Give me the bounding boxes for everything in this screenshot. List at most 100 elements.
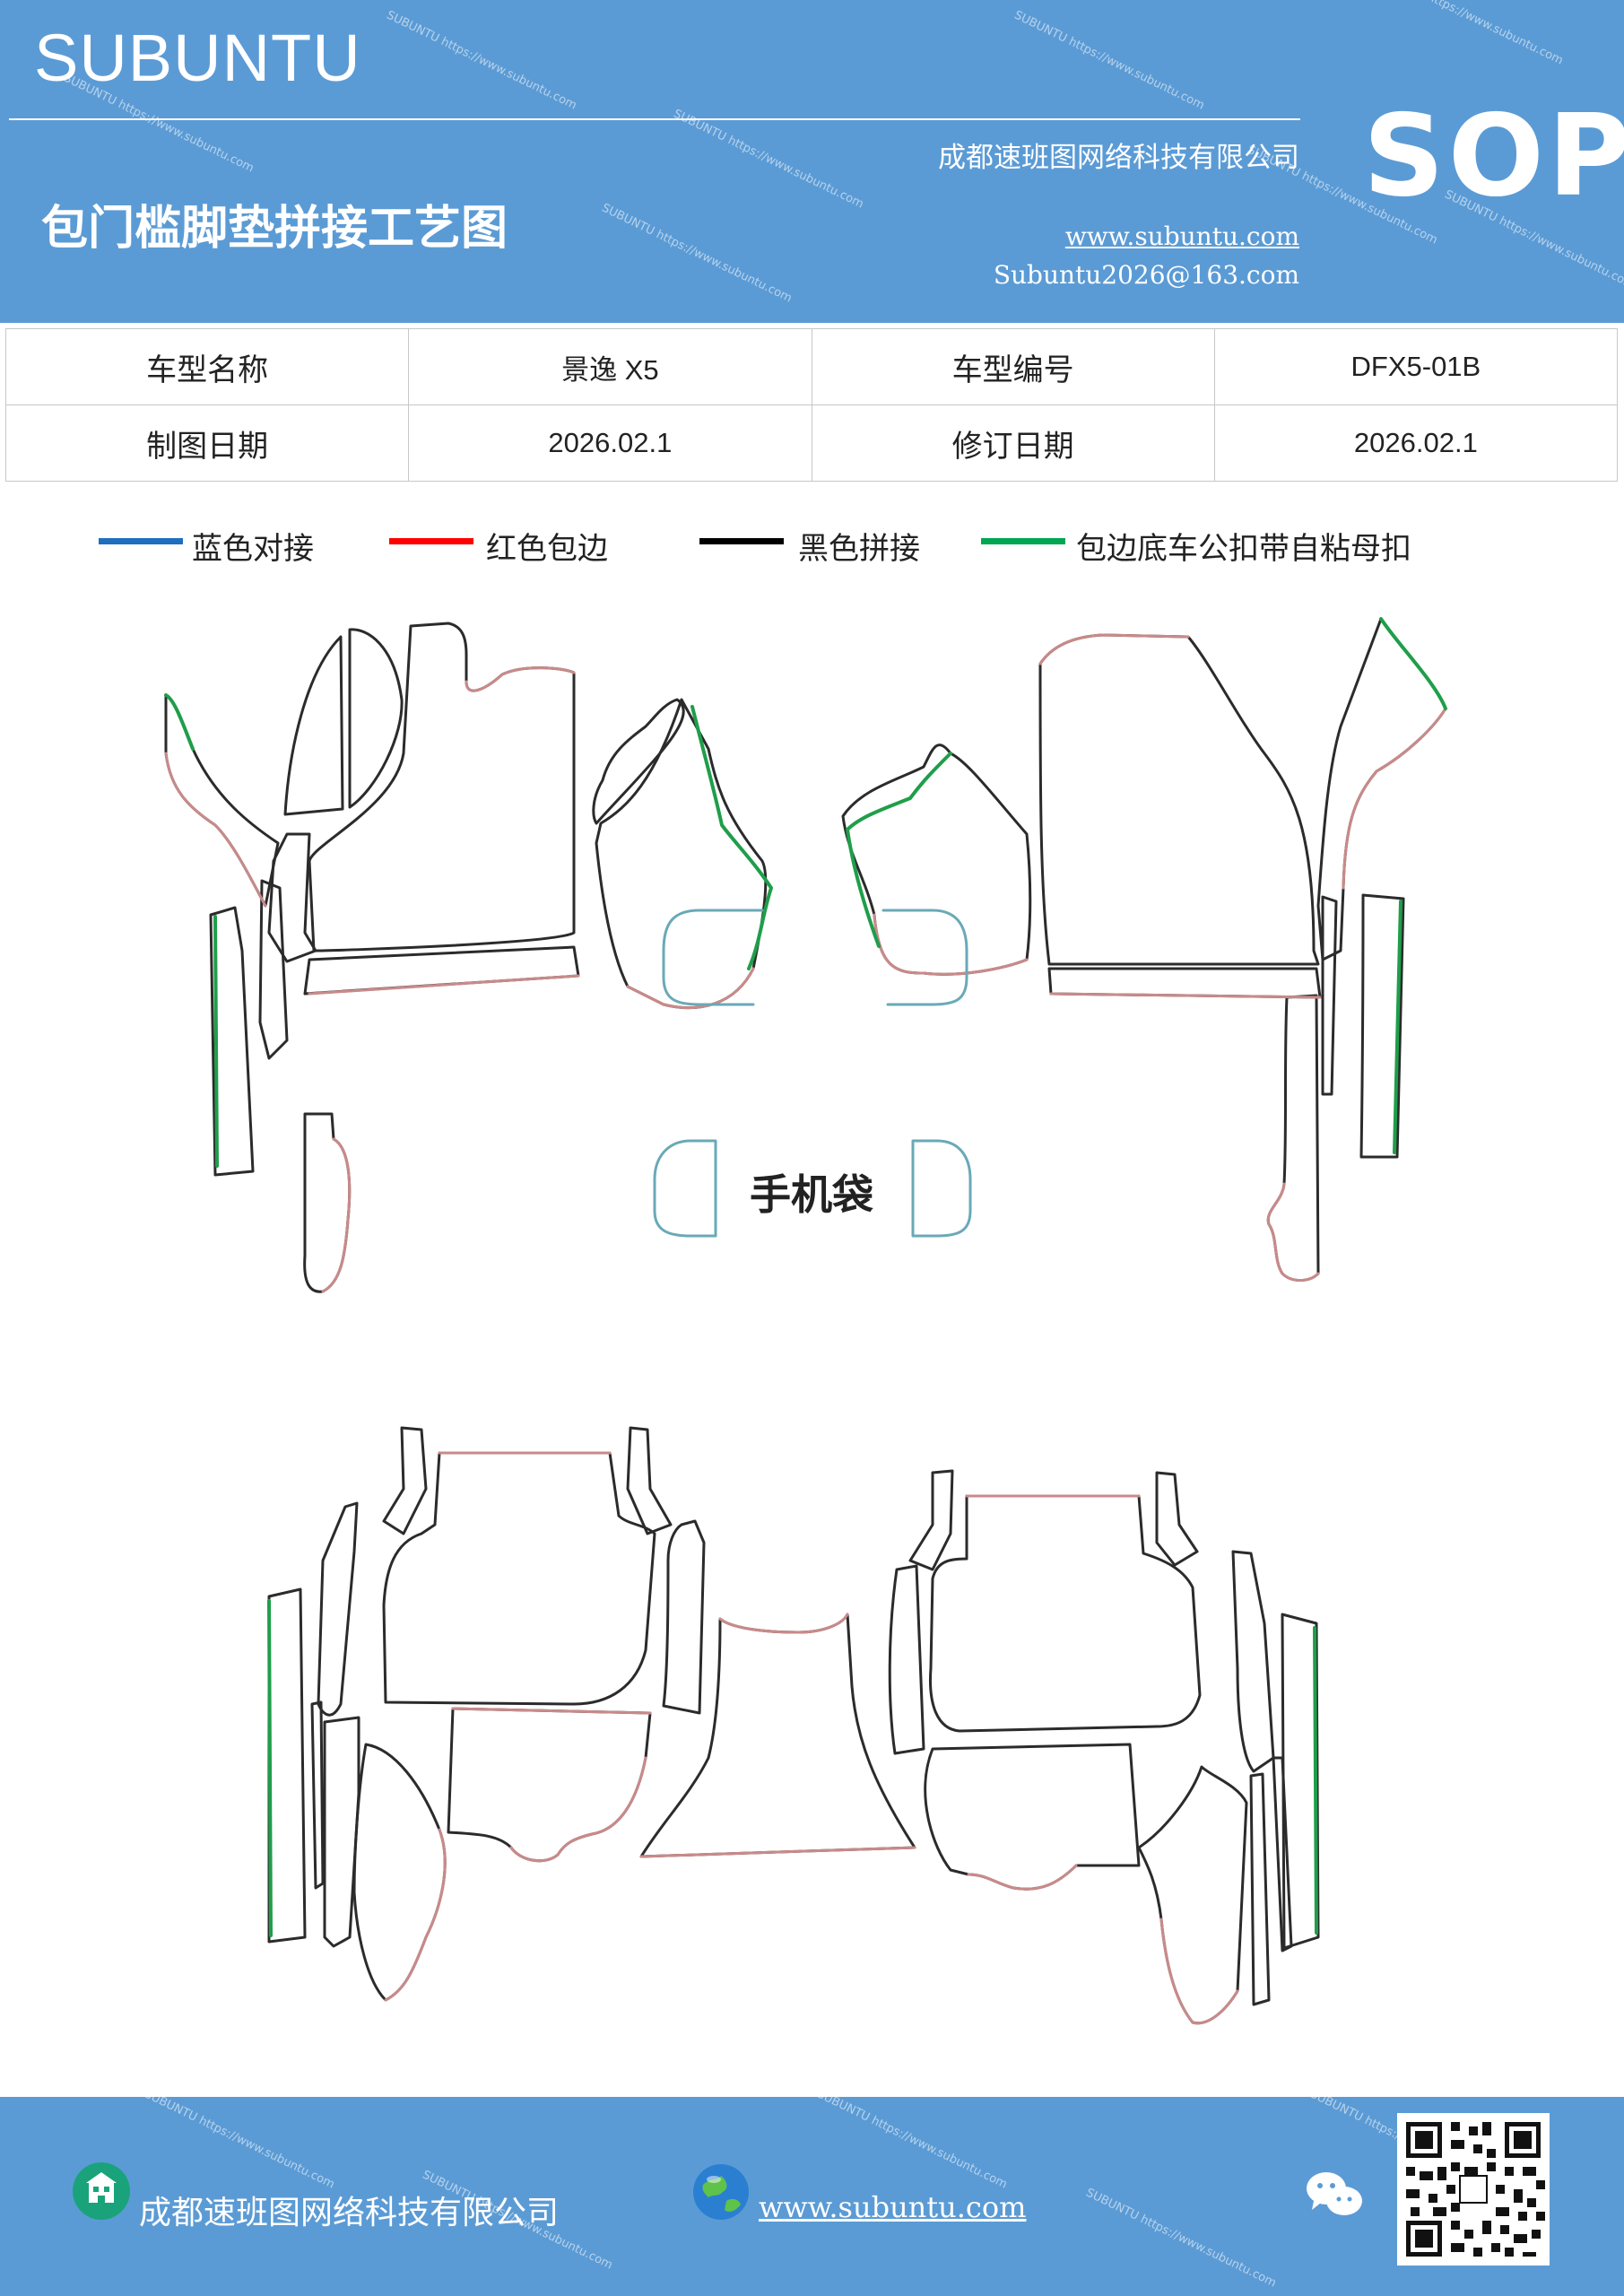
mat-piece: [1038, 633, 1320, 966]
mat-piece: [447, 1707, 652, 1863]
brand-logo-text: SUBUNTU: [34, 21, 361, 95]
qr-code-icon[interactable]: [1397, 2113, 1550, 2266]
legend-swatch-black: [699, 538, 784, 544]
wrap-edge: [1038, 633, 1190, 665]
mat-piece: [639, 1613, 916, 1858]
footer-company-name: 成都速班图网络科技有限公司: [139, 2195, 560, 2231]
mat-layout-diagram: 手机袋: [164, 617, 1447, 2025]
wrap-edge: [626, 967, 755, 1010]
mat-piece: [209, 906, 255, 1177]
mat-piece: [1321, 895, 1338, 1096]
mat-piece: [382, 1426, 428, 1535]
legend-swatch-blue: [99, 538, 183, 544]
watermark: SUBUNTU https://www.subuntu.com: [671, 107, 866, 212]
watermark: SUBUNTU https://www.subuntu.com: [142, 2097, 337, 2192]
wrap-edge: [967, 1864, 1078, 1891]
mat-piece: [1137, 1765, 1248, 2025]
hook-tape-edge: [1379, 617, 1447, 710]
header-website-link[interactable]: www.subuntu.com: [1064, 222, 1299, 251]
mat-piece: [352, 1743, 447, 2002]
revise-date-label: 修订日期: [811, 404, 1215, 482]
mat-piece: [323, 1716, 360, 1948]
mat-piece: [928, 1494, 1202, 1733]
phone-pocket: [653, 1139, 717, 1238]
mat-piece: [1266, 994, 1320, 1282]
hook-tape-edge: [1393, 900, 1403, 1154]
wrap-edge: [718, 1613, 849, 1634]
mat-piece: [888, 1564, 925, 1755]
model-name-value: 景逸 X5: [408, 328, 812, 405]
vehicle-info-table: 车型名称 景逸 X5 车型编号 DFX5-01B 制图日期 2026.02.1 …: [4, 328, 1619, 482]
mat-piece: [662, 1519, 706, 1715]
watermark: SUBUNTU https://www.subuntu.com: [384, 8, 579, 113]
mat-piece: [348, 628, 404, 809]
wrap-edge: [1266, 1182, 1320, 1282]
page-title: 包门槛脚垫拼接工艺图: [41, 202, 508, 256]
mat-piece: [267, 1587, 307, 1944]
wrap-edge: [451, 1707, 652, 1715]
sop-badge: SOP: [1363, 90, 1624, 222]
color-legend: 蓝色对接 红色包边 黑色拼接 包边底车公扣带自粘母扣: [0, 524, 1624, 578]
legend-label: 黑色拼接: [798, 531, 920, 567]
table-row: 制图日期 2026.02.1 修订日期 2026.02.1: [4, 404, 1619, 482]
wrap-edge: [308, 974, 580, 996]
mat-piece: [1359, 893, 1405, 1159]
watermark: SUBUNTU https://www.subuntu.com: [1012, 8, 1207, 113]
legend-label: 红色包边: [486, 531, 608, 567]
mat-piece: [908, 1469, 954, 1571]
hook-tape-edge: [1313, 1626, 1318, 1935]
mat-piece: [303, 945, 580, 996]
wrap-edge: [509, 1756, 647, 1863]
watermark: SUBUNTU https://www.subuntu.com: [599, 201, 795, 306]
model-code-label: 车型编号: [811, 328, 1215, 405]
mat-piece: [1272, 1756, 1293, 1952]
phone-pocket: [881, 909, 968, 1006]
hook-tape-edge: [267, 1599, 273, 1937]
phone-pocket: [911, 1139, 972, 1238]
mat-piece: [592, 698, 685, 825]
legend-label: 包边底车公扣带自粘母扣: [1076, 531, 1411, 567]
footer-banner: SUBUNTU https://www.subuntu.com SUBUNTU …: [0, 2097, 1624, 2296]
mat-piece: [841, 744, 1032, 976]
header-company-name: 成都速班图网络科技有限公司: [938, 142, 1299, 174]
watermark: SUBUNTU https://www.subuntu.com: [1370, 0, 1566, 68]
mat-piece: [382, 1451, 656, 1706]
mat-piece: [1249, 1772, 1271, 2006]
header-banner: SUBUNTU 包门槛脚垫拼接工艺图 成都速班图网络科技有限公司 www.sub…: [0, 0, 1624, 323]
model-name-label: 车型名称: [4, 328, 410, 405]
mat-piece: [626, 1426, 673, 1535]
wrap-edge: [1159, 1918, 1239, 2025]
mat-piece: [283, 635, 344, 816]
mat-piece: [1281, 1613, 1320, 1950]
mat-piece: [310, 1700, 325, 1890]
mat-piece: [303, 1112, 352, 1293]
wrap-edge: [164, 752, 267, 908]
hook-tape-edge: [690, 705, 773, 970]
mat-piece: [317, 1501, 359, 1717]
mat-piece: [1231, 1550, 1275, 1773]
globe-icon: [693, 2164, 749, 2220]
table-row: 车型名称 景逸 X5 车型编号 DFX5-01B: [4, 328, 1619, 405]
model-code-value: DFX5-01B: [1213, 328, 1619, 405]
footer-website-link[interactable]: www.subuntu.com: [759, 2190, 1027, 2224]
legend-label: 蓝色对接: [192, 531, 314, 567]
wrap-edge: [639, 1846, 916, 1858]
phone-bag-label: 手机袋: [750, 1170, 873, 1219]
header-email: Subuntu2026@163.com: [993, 260, 1299, 290]
wrap-edge: [384, 1828, 447, 2002]
wrap-edge: [873, 913, 1029, 976]
legend-swatch-red: [389, 538, 473, 544]
header-divider: [9, 118, 1300, 120]
wrap-edge: [465, 666, 576, 692]
draw-date-label: 制图日期: [4, 404, 410, 482]
wechat-icon[interactable]: [1305, 2169, 1364, 2221]
revise-date-value: 2026.02.1: [1213, 404, 1619, 482]
wrap-edge: [321, 1137, 352, 1293]
hook-tape-edge: [213, 915, 219, 1168]
company-building-icon: [73, 2162, 130, 2220]
mat-piece: [258, 879, 289, 1060]
draw-date-value: 2026.02.1: [408, 404, 812, 482]
phone-pocket: [662, 909, 764, 1006]
wrap-edge: [1049, 992, 1322, 999]
watermark: SUBUNTU https://www.subuntu.com: [1083, 2186, 1279, 2291]
